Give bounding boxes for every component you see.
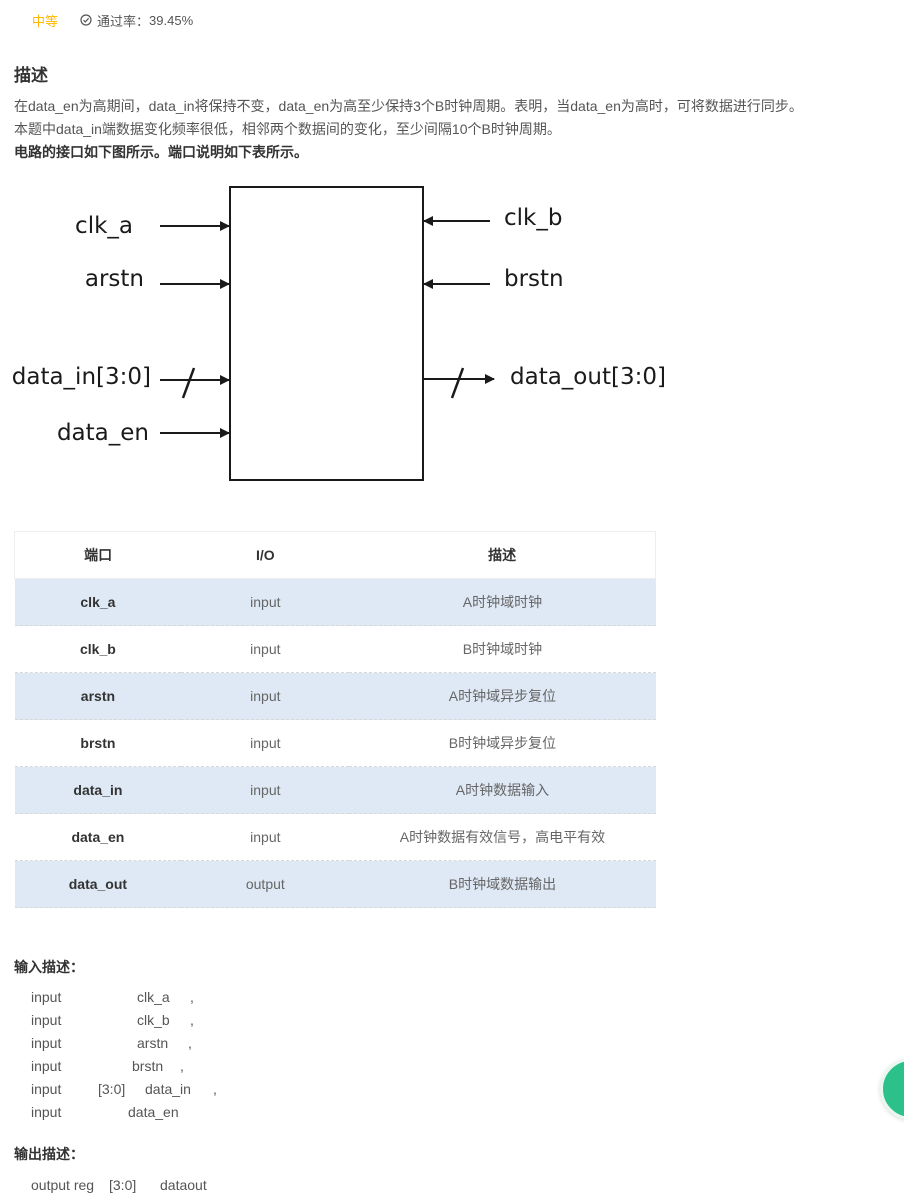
data-out-bus-slash bbox=[450, 367, 465, 399]
table-header-row: 端口 I/O 描述 bbox=[14, 531, 656, 579]
table-cell-port: clk_b bbox=[14, 625, 182, 673]
table-cell-port: data_in bbox=[14, 766, 182, 814]
table-row: clk_b input B时钟域时钟 bbox=[14, 625, 656, 673]
port-label-clk-a: clk_a bbox=[75, 213, 133, 239]
table-cell-io: input bbox=[181, 578, 350, 626]
port-table: 端口 I/O 描述 clk_a input A时钟域时钟 clk_b input… bbox=[14, 531, 656, 908]
input-name: data_in bbox=[145, 1081, 191, 1097]
table-header-desc: 描述 bbox=[349, 531, 656, 579]
table-cell-io: input bbox=[181, 766, 350, 814]
problem-meta-bar: 中等 通过率： 39.45% bbox=[0, 10, 193, 30]
port-label-data-out: data_out[3:0] bbox=[510, 364, 666, 390]
port-label-arstn: arstn bbox=[85, 266, 144, 292]
interface-diagram: clk_a arstn data_in[3:0] data_en clk_b b… bbox=[12, 186, 666, 481]
input-name: clk_b bbox=[137, 1012, 170, 1028]
table-cell-io: input bbox=[181, 625, 350, 673]
input-description-title: 输入描述： bbox=[14, 959, 84, 975]
table-row: arstn input A时钟域异步复位 bbox=[14, 672, 656, 720]
input-type: input bbox=[31, 1104, 62, 1120]
input-separator: , bbox=[180, 1058, 184, 1074]
description-line-1: 在data_en为高期间，data_in将保持不变，data_en为高至少保持3… bbox=[14, 98, 803, 114]
table-cell-desc: A时钟域异步复位 bbox=[349, 672, 656, 720]
input-type: input bbox=[31, 1012, 62, 1028]
table-header-io: I/O bbox=[181, 531, 350, 579]
table-cell-desc: B时钟域数据输出 bbox=[349, 860, 656, 908]
input-type: input bbox=[31, 1035, 62, 1051]
table-cell-port: data_en bbox=[14, 813, 182, 861]
description-line-2: 本题中data_in端数据变化频率很低，相邻两个数据间的变化，至少间隔10个B时… bbox=[14, 121, 561, 137]
table-row: data_en input A时钟数据有效信号，高电平有效 bbox=[14, 813, 656, 861]
port-label-data-in: data_in[3:0] bbox=[12, 364, 151, 390]
input-separator: , bbox=[190, 1012, 194, 1028]
input-separator: , bbox=[188, 1035, 192, 1051]
output-width: [3:0] bbox=[109, 1177, 137, 1193]
table-row: brstn input B时钟域异步复位 bbox=[14, 719, 656, 767]
table-cell-desc: A时钟数据输入 bbox=[349, 766, 656, 814]
input-name: brstn bbox=[132, 1058, 164, 1074]
module-box bbox=[229, 186, 424, 481]
input-separator: , bbox=[213, 1081, 217, 1097]
data-in-bus-slash bbox=[181, 367, 196, 399]
check-circle-icon bbox=[80, 14, 92, 26]
input-type: input bbox=[31, 989, 62, 1005]
table-cell-io: input bbox=[181, 672, 350, 720]
output-type: output reg bbox=[31, 1177, 95, 1193]
input-name: data_en bbox=[128, 1104, 179, 1120]
input-type: input bbox=[31, 1058, 62, 1074]
table-cell-port: brstn bbox=[14, 719, 182, 767]
description-title: 描述 bbox=[14, 66, 48, 85]
input-name: clk_a bbox=[137, 989, 170, 1005]
table-cell-desc: B时钟域异步复位 bbox=[349, 719, 656, 767]
table-cell-io: output bbox=[181, 860, 350, 908]
table-row: data_in input A时钟数据输入 bbox=[14, 766, 656, 814]
port-label-brstn: brstn bbox=[504, 266, 564, 292]
floating-action-button[interactable] bbox=[880, 1058, 904, 1120]
table-cell-desc: A时钟数据有效信号，高电平有效 bbox=[349, 813, 656, 861]
input-type: input bbox=[31, 1081, 62, 1097]
output-name: dataout bbox=[160, 1177, 207, 1193]
table-header-port: 端口 bbox=[14, 531, 182, 579]
output-description-title: 输出描述： bbox=[14, 1146, 84, 1162]
table-cell-desc: A时钟域时钟 bbox=[349, 578, 656, 626]
pass-rate: 通过率： 39.45% bbox=[80, 11, 193, 30]
table-cell-io: input bbox=[181, 719, 350, 767]
port-label-data-en: data_en bbox=[57, 420, 149, 446]
difficulty-badge: 中等 bbox=[32, 13, 59, 29]
table-cell-io: input bbox=[181, 813, 350, 861]
description-line-3: 电路的接口如下图所示。端口说明如下表所示。 bbox=[14, 144, 308, 160]
table-cell-port: arstn bbox=[14, 672, 182, 720]
table-cell-port: clk_a bbox=[14, 578, 182, 626]
table-cell-port: data_out bbox=[14, 860, 182, 908]
table-row: data_out output B时钟域数据输出 bbox=[14, 860, 656, 908]
pass-rate-label: 通过率： bbox=[97, 13, 150, 29]
input-name: arstn bbox=[137, 1035, 169, 1051]
input-width: [3:0] bbox=[98, 1081, 126, 1097]
input-separator: , bbox=[190, 989, 194, 1005]
port-label-clk-b: clk_b bbox=[504, 205, 562, 231]
pass-rate-value: 39.45% bbox=[149, 12, 194, 28]
table-row: clk_a input A时钟域时钟 bbox=[14, 578, 656, 626]
table-cell-desc: B时钟域时钟 bbox=[349, 625, 656, 673]
